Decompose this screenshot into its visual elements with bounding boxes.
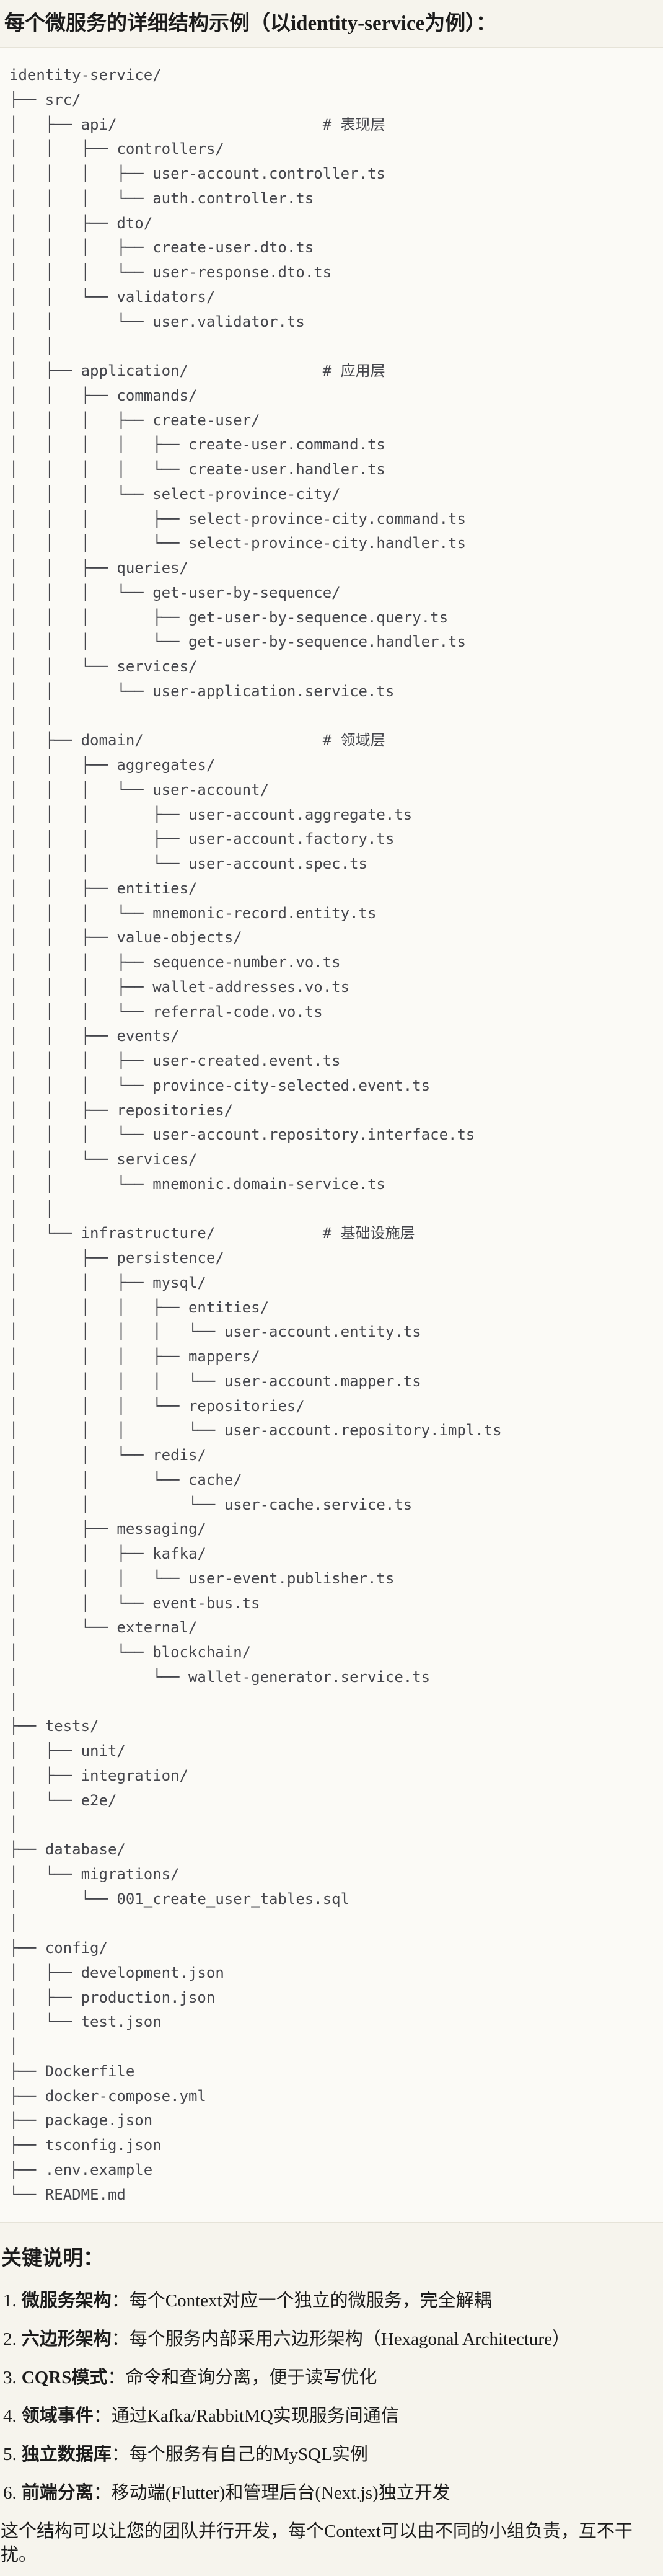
note-number: 4.	[3, 2406, 17, 2427]
note-text: ：命令和查询分离，便于读写优化	[107, 2368, 377, 2388]
note-number: 3.	[3, 2368, 17, 2388]
note-text: ：每个Context对应一个独立的微服务，完全解耦	[111, 2291, 492, 2311]
note-text: ：移动端(Flutter)和管理后台(Next.js)独立开发	[93, 2483, 450, 2503]
note-item-frontend-split: 6.前端分离：移动端(Flutter)和管理后台(Next.js)独立开发	[3, 2481, 663, 2505]
note-term: 六边形架构	[21, 2329, 112, 2350]
note-item-cqrs: 3.CQRS模式：命令和查询分离，便于读写优化	[3, 2366, 663, 2389]
page-title: 每个微服务的详细结构示例（以identity-service为例）：	[4, 12, 496, 35]
note-term: CQRS模式	[21, 2368, 108, 2388]
note-item-microservice: 1.微服务架构：每个Context对应一个独立的微服务，完全解耦	[3, 2289, 663, 2313]
note-number: 6.	[3, 2483, 17, 2503]
note-number: 1.	[3, 2291, 17, 2311]
note-item-independent-db: 5.独立数据库：每个服务有自己的MySQL实例	[3, 2443, 663, 2466]
note-number: 2.	[3, 2329, 17, 2350]
file-tree: identity-service/ ├── src/ │ ├── api/ # …	[9, 66, 502, 2203]
note-term: 独立数据库	[21, 2445, 112, 2465]
note-term: 前端分离	[21, 2483, 94, 2503]
footer-paragraph: 这个结构可以让您的团队并行开发，每个Context可以由不同的小组负责，互不干扰…	[1, 2521, 633, 2565]
notes-heading: 关键说明：	[1, 2247, 103, 2270]
note-number: 5.	[3, 2445, 17, 2465]
note-term: 微服务架构	[21, 2291, 112, 2311]
note-item-hexagonal: 2.六边形架构：每个服务内部采用六边形架构（Hexagonal Architec…	[3, 2327, 663, 2351]
note-text: ：每个服务有自己的MySQL实例	[111, 2445, 368, 2465]
note-text: ：每个服务内部采用六边形架构（Hexagonal Architecture）	[111, 2329, 570, 2350]
note-term: 领域事件	[21, 2406, 94, 2427]
file-tree-code-block: identity-service/ ├── src/ │ ├── api/ # …	[0, 47, 663, 2223]
note-item-domain-events: 4.领域事件：通过Kafka/RabbitMQ实现服务间通信	[3, 2404, 663, 2428]
note-text: ：通过Kafka/RabbitMQ实现服务间通信	[93, 2406, 399, 2427]
